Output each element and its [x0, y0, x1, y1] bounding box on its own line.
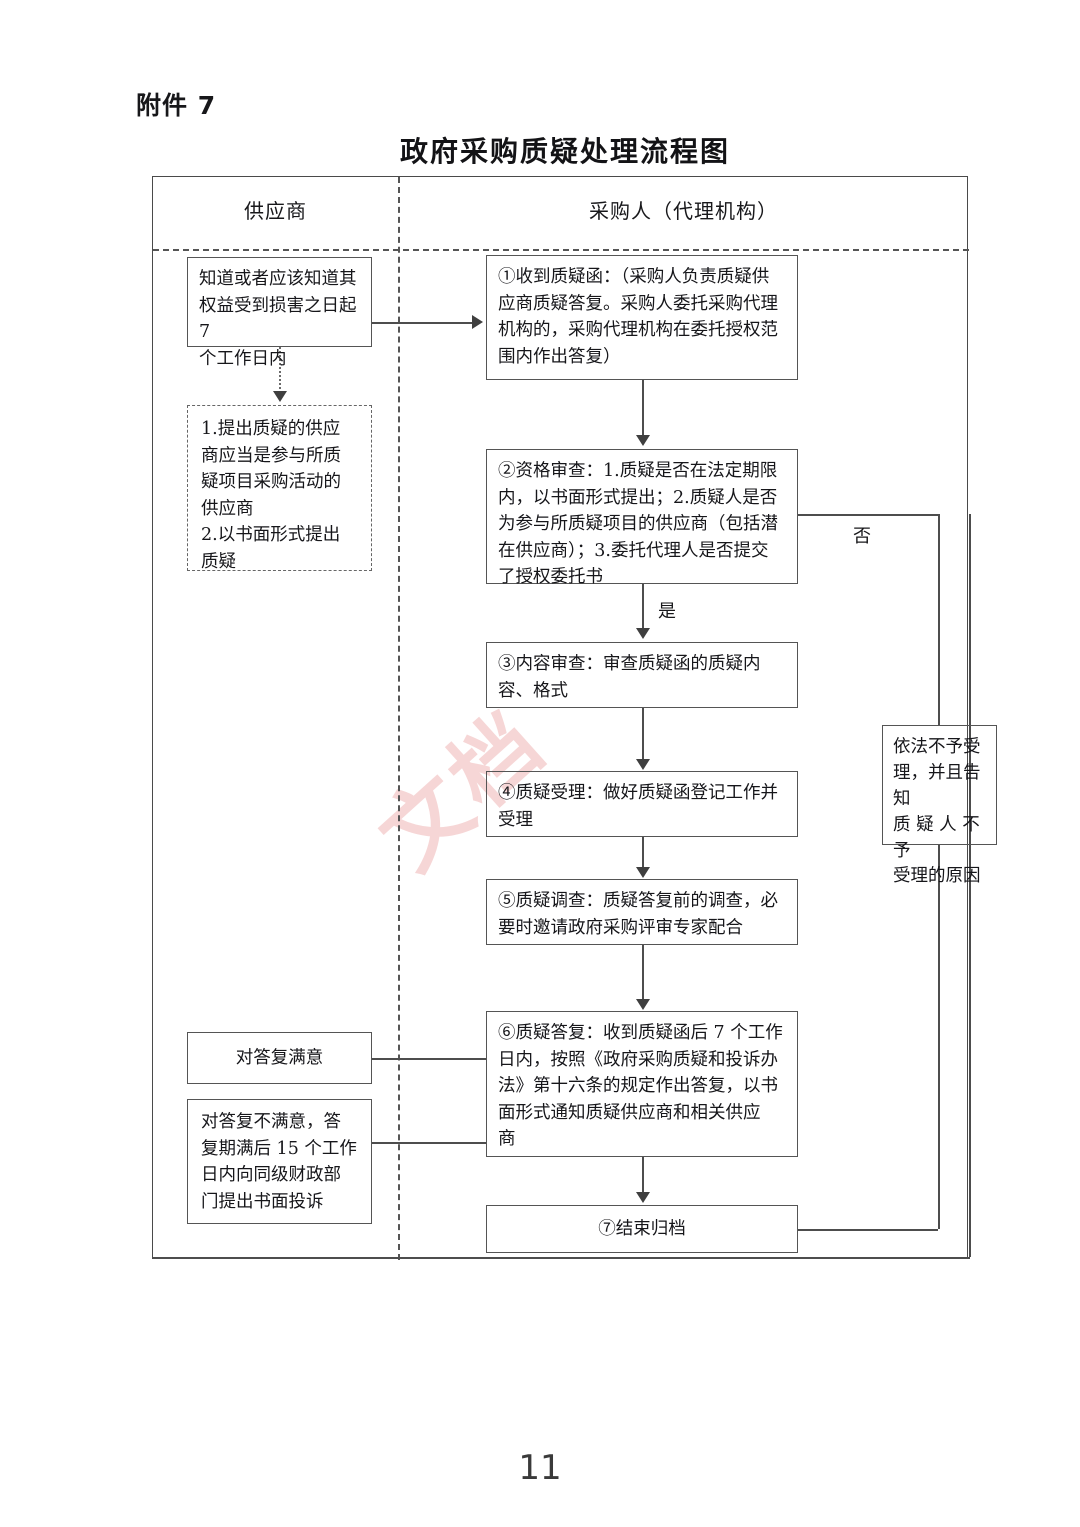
node-step5-line-2: 要时邀请政府采购评审专家配合 [498, 917, 743, 938]
connector-step6-to-step7 [642, 1157, 644, 1193]
node-step3-line-1: ③内容审查：审查质疑函的质疑内 [498, 654, 761, 674]
arrow-start-to-note [273, 391, 287, 402]
node-reject-line-4: 受理的原因 [893, 866, 981, 887]
connector-step4-to-step5 [642, 837, 644, 868]
node-unsatisfied-line-3: 日内向同级财政部 [201, 1165, 341, 1186]
connector-return-up-to-reject [938, 845, 940, 1229]
node-reject-line-1: 依法不予受 [893, 737, 981, 757]
node-note-line-5: 2.以书面形式提出 [201, 525, 341, 546]
lane-divider [398, 177, 400, 1260]
node-step2-line-5: 了授权委托书 [498, 567, 603, 588]
node-step2-line-3: 为参与所质疑项目的供应商（包括潜 [498, 514, 778, 535]
page-title: 政府采购质疑处理流程图 [399, 135, 730, 168]
node-start-line-2: 权益受到损害之日起 7 [199, 295, 357, 343]
connector-reject-right-rail [969, 514, 971, 1257]
arrow-start-to-step1 [472, 315, 483, 329]
connector-step2-to-no-branch [798, 514, 939, 516]
node-unsatisfied-line-2: 复期满后 15 个工作 [201, 1138, 357, 1159]
connector-step1-to-step2 [642, 380, 644, 436]
node-step4-line-1: ④质疑受理：做好质疑函登记工作并 [498, 783, 778, 803]
connector-bottom-rail [153, 1257, 970, 1259]
node-note-line-6: 质疑 [201, 551, 236, 572]
node-step7-line-1: ⑦结束归档 [598, 1218, 686, 1239]
node-reject-line-2: 理，并且告知 [893, 762, 981, 809]
node-start: 知道或者应该知道其 权益受到损害之日起 7 个工作日内 [187, 257, 372, 369]
node-step6-line-5: 商 [498, 1129, 516, 1150]
node-satisfied-line-1: 对答复满意 [235, 1047, 324, 1068]
node-note-line-2: 商应当是参与所质 [201, 445, 341, 466]
node-reject: 依法不予受 理，并且告知 质 疑 人 不 予 受理的原因 [882, 725, 997, 886]
arrow-step2-to-step3 [636, 628, 650, 639]
connector-start-to-step1 [372, 322, 474, 324]
node-start-line-3: 个工作日内 [199, 348, 287, 369]
node-step4-line-2: 受理 [498, 809, 533, 830]
node-note-line-4: 供应商 [201, 498, 254, 519]
node-step2-line-1: ②资格审查：1.质疑是否在法定期限 [498, 461, 778, 481]
lane-header-purchaser: 采购人（代理机构） [589, 199, 778, 223]
node-step3-line-2: 容、格式 [498, 680, 568, 701]
node-step7: ⑦结束归档 [486, 1205, 798, 1253]
arrow-step1-to-step2 [636, 435, 650, 446]
node-step6-line-2: 日内，按照《政府采购质疑和投诉办 [498, 1049, 778, 1070]
connector-step5-to-step6 [642, 945, 644, 1000]
node-supplier-note: 1.提出质疑的供应 商应当是参与所质 疑项目采购活动的 供应商 2.以书面形式提… [187, 405, 372, 572]
node-satisfied: 对答复满意 [187, 1032, 372, 1084]
arrow-step3-to-step4 [636, 759, 650, 770]
node-step3: ③内容审查：审查质疑函的质疑内 容、格式 [486, 642, 798, 708]
lane-header-supplier: 供应商 [244, 199, 307, 223]
edge-label-yes: 是 [658, 601, 676, 622]
node-step1-line-2: 应商质疑答复。采购人委托采购代理 [498, 293, 778, 314]
attachment-label: 附件 7 [136, 91, 217, 120]
node-step1: ①收到质疑函：（采购人负责质疑供 应商质疑答复。采购人委托采购代理 机构的，采购… [486, 255, 798, 380]
arrow-step5-to-step6 [636, 999, 650, 1010]
node-step5: ⑤质疑调查：质疑答复前的调查，必 要时邀请政府采购评审专家配合 [486, 879, 798, 945]
node-step1-line-3: 机构的，采购代理机构在委托授权范 [498, 320, 778, 341]
node-step6: ⑥质疑答复：收到质疑函后 7 个工作 日内，按照《政府采购质疑和投诉办 法》第十… [486, 1011, 798, 1157]
node-note-line-1: 1.提出质疑的供应 [201, 419, 341, 439]
connector-start-to-note [279, 347, 281, 393]
node-unsatisfied-line-4: 门提出书面投诉 [201, 1191, 324, 1212]
node-step2: ②资格审查：1.质疑是否在法定期限 内，以书面形式提出；2.质疑人是否 为参与所… [486, 449, 798, 587]
node-step6-line-1: ⑥质疑答复：收到质疑函后 7 个工作 [498, 1023, 783, 1043]
lane-header-divider [153, 249, 969, 251]
connector-unsatisfied-to-step6 [372, 1142, 486, 1144]
node-note-line-3: 疑项目采购活动的 [201, 472, 341, 493]
node-step1-line-1: ①收到质疑函：（采购人负责质疑供 [498, 267, 770, 287]
connector-step3-to-step4 [642, 708, 644, 760]
connector-satisfied-to-step6 [372, 1058, 486, 1060]
node-step1-line-4: 围内作出答复） [498, 346, 621, 367]
arrow-step6-to-step7 [636, 1192, 650, 1203]
flowchart-frame: 供应商 采购人（代理机构） 知道或者应该知道其 权益受到损害之日起 7 个工作日… [152, 176, 997, 1260]
node-unsatisfied-line-1: 对答复不满意，答 [201, 1112, 341, 1132]
node-step6-line-3: 法》第十六条的规定作出答复，以书 [498, 1076, 778, 1097]
node-step2-line-4: 在供应商）；3.委托代理人是否提交 [498, 540, 769, 561]
connector-step7-to-return [798, 1229, 938, 1231]
edge-label-no: 否 [853, 526, 871, 547]
connector-step2-to-step3 [642, 584, 644, 629]
node-step2-line-2: 内，以书面形式提出；2.质疑人是否 [498, 487, 778, 508]
node-reject-line-3: 质 疑 人 不 予 [893, 814, 980, 861]
arrow-step4-to-step5 [636, 867, 650, 878]
connector-no-branch-down [938, 514, 940, 726]
node-start-line-1: 知道或者应该知道其 [199, 269, 357, 289]
node-unsatisfied: 对答复不满意，答 复期满后 15 个工作 日内向同级财政部 门提出书面投诉 [187, 1099, 372, 1224]
node-step6-line-4: 面形式通知质疑供应商和相关供应 [498, 1102, 761, 1123]
page-number: 11 [518, 1448, 562, 1488]
node-step4: ④质疑受理：做好质疑函登记工作并 受理 [486, 771, 798, 837]
node-step5-line-1: ⑤质疑调查：质疑答复前的调查，必 [498, 891, 778, 911]
